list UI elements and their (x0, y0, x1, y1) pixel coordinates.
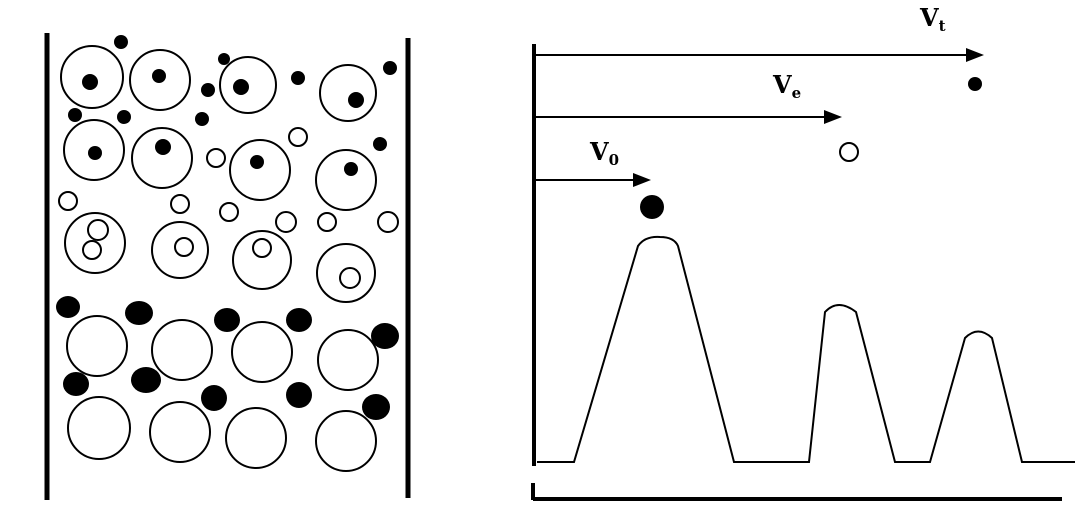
bead (151, 319, 213, 381)
bead (231, 321, 293, 383)
arrowhead-v-e (824, 110, 842, 124)
bead (67, 396, 131, 460)
marker-small-molecule (968, 77, 982, 91)
small-molecule (68, 108, 82, 122)
large-molecule (286, 382, 312, 408)
bead (66, 315, 128, 377)
small-molecule (218, 53, 230, 65)
inner-ring (339, 267, 361, 289)
small-molecule (201, 83, 215, 97)
bead (317, 329, 379, 391)
small-molecule (155, 139, 171, 155)
small-molecule (250, 155, 264, 169)
small-molecule (82, 74, 98, 90)
bead (319, 64, 377, 122)
large-molecule (201, 385, 227, 411)
small-molecule (88, 146, 102, 160)
chromatogram (531, 44, 1075, 501)
label-v-t: Vt (919, 3, 946, 35)
large-molecule (286, 308, 312, 332)
medium-molecule (275, 211, 297, 233)
large-molecule (131, 367, 161, 393)
arrowhead-v-0 (633, 173, 651, 187)
bead (315, 410, 377, 472)
small-molecules (68, 35, 397, 176)
small-molecule (114, 35, 128, 49)
label-v-0: V0 (589, 137, 619, 169)
bead (219, 56, 277, 114)
bead (129, 49, 191, 111)
small-molecule (117, 110, 131, 124)
elution-trace (537, 235, 1075, 463)
inner-ring (174, 237, 194, 257)
small-molecule (291, 71, 305, 85)
small-molecule (344, 162, 358, 176)
medium-molecule (170, 194, 190, 214)
marker-large-molecule (640, 195, 664, 219)
small-molecule (195, 112, 209, 126)
bead (315, 149, 377, 211)
medium-molecule (317, 212, 337, 232)
small-molecule (373, 137, 387, 151)
arrowhead-v-t (966, 48, 984, 62)
medium-molecule (377, 211, 399, 233)
bead (149, 401, 211, 463)
marker-medium-molecule (839, 142, 859, 162)
small-molecule (233, 79, 249, 95)
medium-molecule (219, 202, 239, 222)
medium-molecule (58, 191, 78, 211)
large-molecule (371, 323, 399, 349)
inner-ring (82, 240, 102, 260)
inner-ring (87, 219, 109, 241)
column-illustration (44, 33, 411, 500)
small-molecule (152, 69, 166, 83)
bead (131, 127, 193, 189)
medium-molecule (288, 127, 308, 147)
bead (229, 139, 291, 201)
large-molecule (63, 372, 89, 396)
large-molecule (214, 308, 240, 332)
bead (316, 243, 376, 303)
bead (63, 119, 125, 181)
inner-ring (252, 238, 272, 258)
small-molecule (348, 92, 364, 108)
bead (60, 45, 124, 109)
large-molecule (362, 394, 390, 420)
large-molecule (56, 296, 80, 318)
medium-molecule (206, 148, 226, 168)
large-molecule (125, 301, 153, 325)
large-molecules (56, 296, 399, 420)
bead (225, 407, 287, 469)
label-v-e: Ve (772, 70, 801, 102)
bead (64, 212, 126, 274)
bead (232, 230, 292, 290)
bead (151, 221, 209, 279)
small-molecule (383, 61, 397, 75)
